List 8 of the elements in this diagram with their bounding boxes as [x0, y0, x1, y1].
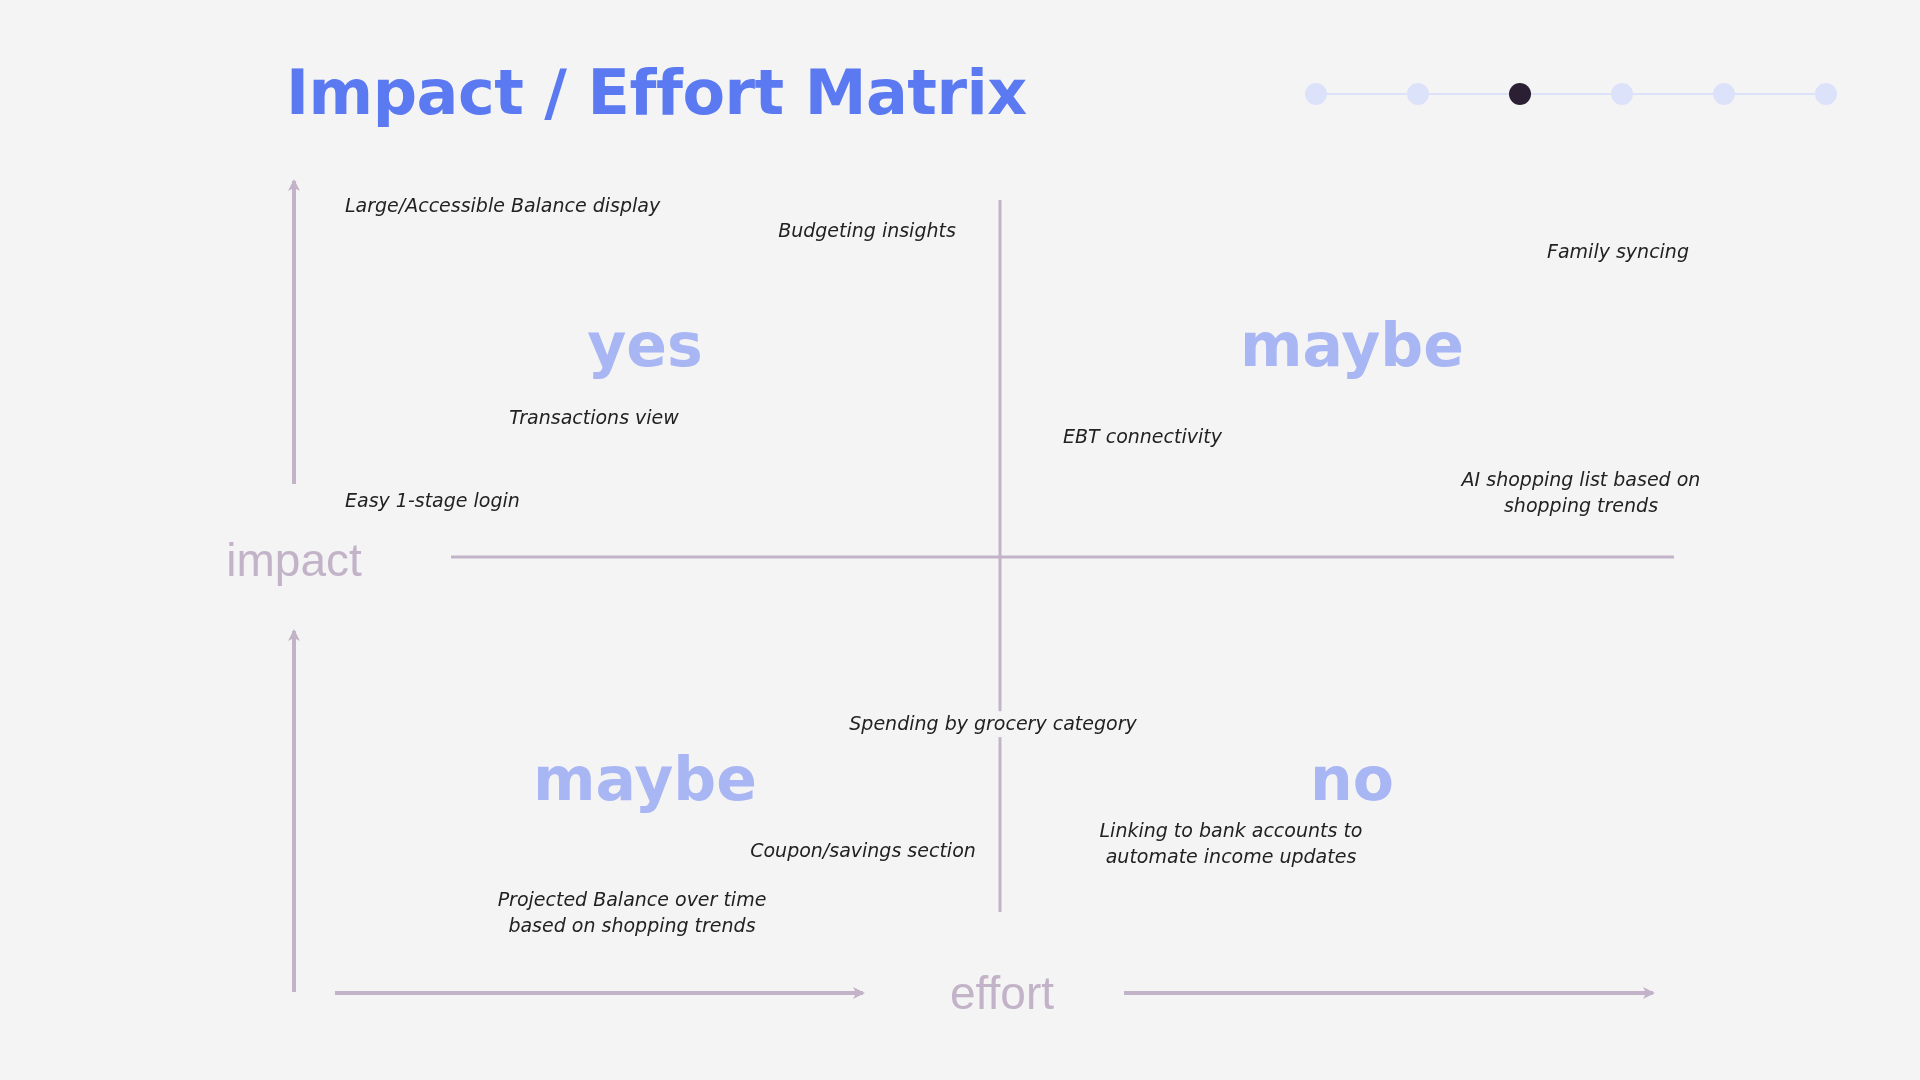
- title: Impact / Effort Matrix: [286, 56, 1027, 129]
- axis-label: impact: [226, 533, 362, 587]
- quadrant-label: yes: [587, 310, 703, 380]
- axis-label: effort: [950, 966, 1054, 1020]
- quadrant-label: maybe: [1240, 310, 1464, 380]
- feature-label: Spending by grocery category: [849, 711, 1137, 737]
- quadrant-label: maybe: [533, 744, 757, 814]
- quadrant-label: no: [1310, 744, 1394, 814]
